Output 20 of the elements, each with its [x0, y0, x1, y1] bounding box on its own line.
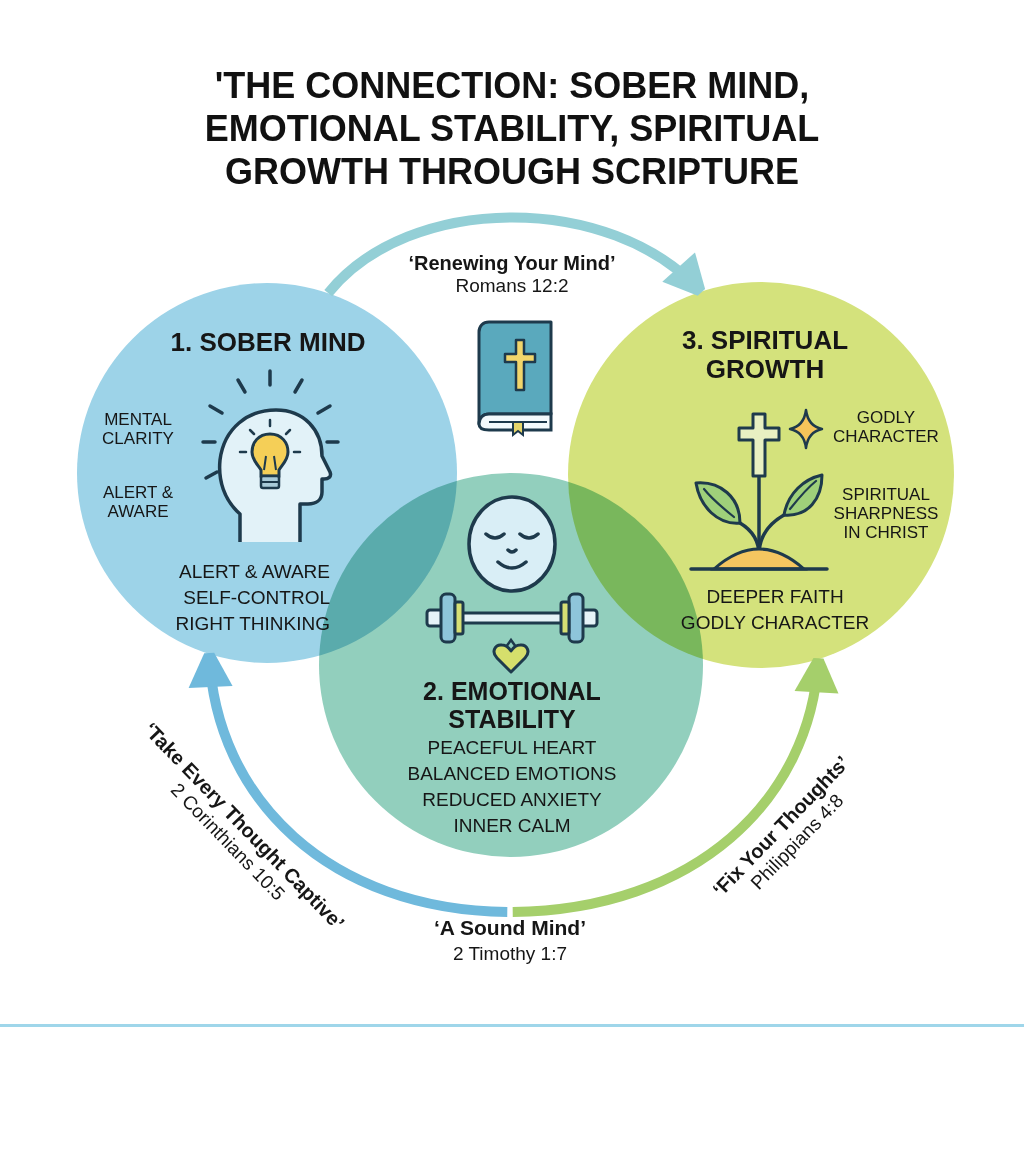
trait-text: BALANCED EMOTIONS	[406, 763, 618, 785]
title: 'THE CONNECTION: SOBER MIND, EMOTIONAL STABILITY, SPIRITUAL GROWTH THROUGH SCRIPTURE	[203, 64, 821, 194]
trait-text: DEEPER FAITH	[705, 586, 845, 608]
verse-reference: 2 Timothy 1:7	[451, 943, 569, 965]
trait-text: ALERT & AWARE	[178, 561, 330, 583]
trait-text: GODLY CHARACTER	[679, 612, 871, 634]
trait-text: INNER CALM	[452, 815, 572, 837]
arrow-label: ‘Renewing Your Mind’ Romans 12:2	[408, 251, 616, 297]
trait-text: PEACEFUL HEART	[426, 737, 598, 759]
trait-text: GODLY CHARACTER	[832, 408, 940, 447]
verse-title: ‘A Sound Mind’	[433, 916, 587, 940]
trait-text: REDUCED ANXIETY	[421, 789, 603, 811]
trait-text: RIGHT THINKING	[174, 613, 330, 635]
trait-text: SPIRITUAL SHARPNESS IN CHRIST	[832, 485, 940, 543]
circle-heading: 3. SPIRITUAL GROWTH	[680, 326, 850, 385]
circle-heading: 2. EMOTIONAL STABILITY	[422, 677, 602, 733]
circle-heading: 1. SOBER MIND	[169, 328, 367, 358]
trait-text: MENTAL CLARITY	[101, 410, 175, 449]
trait-text: ALERT & AWARE	[101, 483, 175, 522]
trait-text: SELF-CONTROL	[182, 587, 330, 609]
